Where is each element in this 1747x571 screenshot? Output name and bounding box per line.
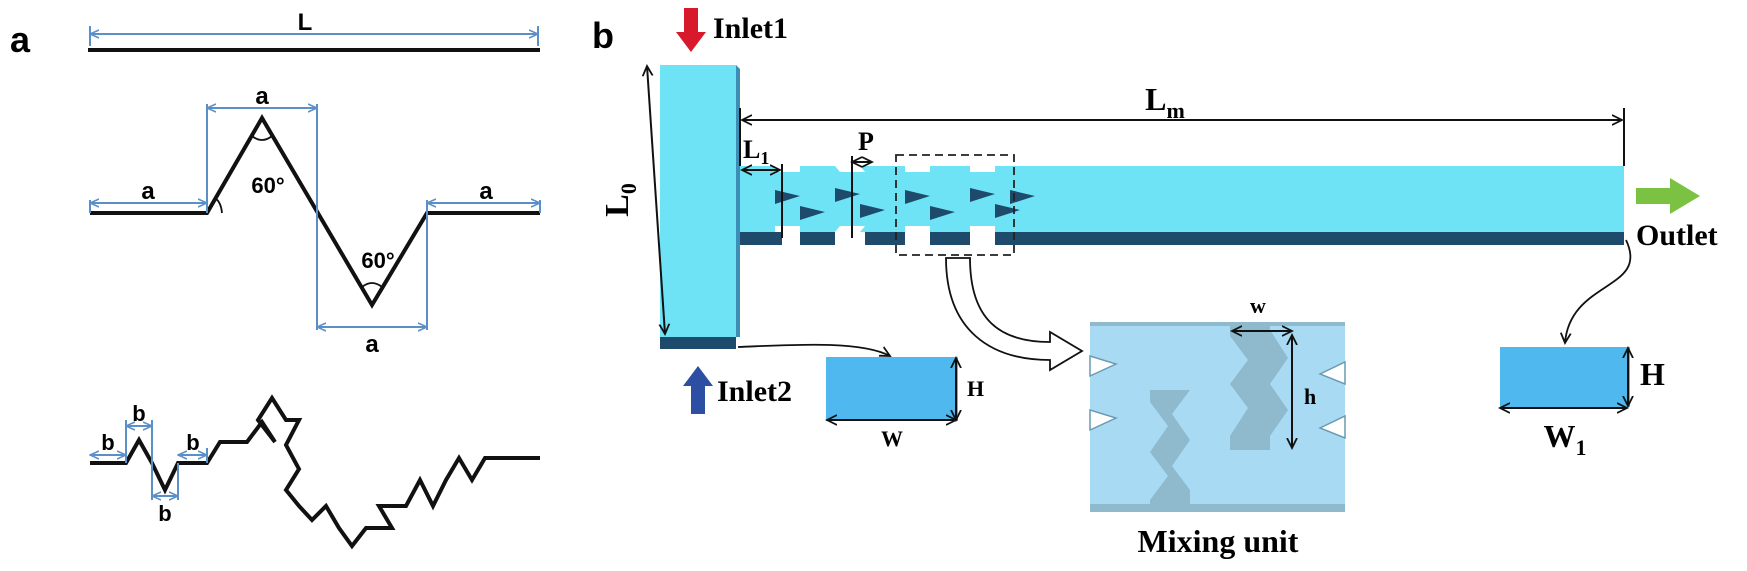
L1-main: L bbox=[743, 135, 760, 164]
angle-label-top: 60° bbox=[251, 173, 284, 198]
W1-label: W1 bbox=[1544, 418, 1587, 460]
angle-label-bottom: 60° bbox=[361, 248, 394, 273]
mixer-section bbox=[740, 166, 1624, 256]
koch-iteration-1-group: a a a a 60° 60° bbox=[89, 83, 541, 358]
mixer-bottom-walls bbox=[740, 232, 1624, 245]
length-label: L bbox=[298, 9, 313, 36]
inlet2-label: Inlet2 bbox=[717, 375, 792, 408]
small-segment-label-1: b bbox=[101, 430, 114, 455]
angle-arc-base bbox=[214, 197, 223, 214]
outlet-cross-section: H W1 bbox=[1500, 239, 1665, 460]
segment-label-right: a bbox=[479, 178, 493, 205]
t-junction-edge bbox=[736, 65, 740, 337]
inlet-cross-section-pointer bbox=[737, 343, 890, 356]
t-junction-channel bbox=[660, 65, 740, 349]
t-junction-side-face bbox=[660, 337, 736, 349]
zoom-arrow bbox=[945, 257, 1084, 372]
segment-label-bottom: a bbox=[365, 331, 379, 358]
inlet1-arrow bbox=[676, 8, 706, 52]
koch-iteration-2-group: b b b b bbox=[90, 394, 540, 550]
L0-dimension-line bbox=[647, 66, 665, 334]
mixer-top-face bbox=[740, 166, 1042, 232]
Lm-main: L bbox=[1145, 81, 1166, 117]
panel-a: a L a a a a bbox=[10, 9, 541, 550]
W1-main: W bbox=[1544, 418, 1576, 454]
inlet-cross-section-face bbox=[826, 357, 958, 421]
outlet-cross-section-pointer bbox=[1565, 239, 1632, 343]
mixing-unit-face bbox=[1090, 326, 1345, 504]
outlet-label: Outlet bbox=[1636, 219, 1718, 252]
outlet-arrow bbox=[1636, 178, 1700, 214]
mixing-unit-h-label: h bbox=[1304, 384, 1316, 409]
small-segment-label-2: b bbox=[132, 401, 145, 426]
mixing-unit-label: Mixing unit bbox=[1138, 523, 1299, 559]
small-segment-label-4: b bbox=[158, 501, 171, 526]
P-label: P bbox=[858, 127, 874, 156]
L0-label: L0 bbox=[599, 183, 641, 217]
small-segment-label-3: b bbox=[186, 430, 199, 455]
angle-arc-top bbox=[251, 135, 273, 141]
mixing-unit-notches bbox=[1089, 354, 1346, 440]
Lm-sub: m bbox=[1167, 98, 1185, 123]
koch-iteration-2 bbox=[90, 394, 540, 550]
L1-label: L1 bbox=[743, 135, 769, 168]
segment-label-left: a bbox=[141, 178, 155, 205]
panel-b: b Inlet1 L0 bbox=[592, 8, 1718, 559]
panel-b-label: b bbox=[592, 15, 614, 56]
angle-arc-bottom bbox=[361, 282, 383, 288]
outlet-cross-section-face bbox=[1500, 347, 1630, 407]
L0-main: L bbox=[599, 194, 636, 217]
Lm-label: Lm bbox=[1145, 81, 1185, 123]
W-label: W bbox=[881, 426, 903, 451]
inlet-cross-section: H W bbox=[737, 343, 984, 451]
L1-sub: 1 bbox=[760, 148, 769, 168]
panel-a-label: a bbox=[10, 19, 31, 60]
inlet1-label: Inlet1 bbox=[713, 12, 788, 45]
W1-sub: 1 bbox=[1576, 435, 1587, 460]
mixing-unit-w-label: w bbox=[1250, 293, 1266, 318]
t-junction-top-face bbox=[660, 65, 736, 337]
H-label: H bbox=[967, 376, 984, 401]
outlet-H-label: H bbox=[1640, 356, 1665, 392]
inlet2-arrow bbox=[683, 366, 713, 414]
mixing-unit-detail: w h bbox=[1089, 293, 1346, 512]
segment-label-top: a bbox=[255, 83, 269, 110]
mixing-unit-highlight-box bbox=[895, 154, 1015, 256]
koch-iteration-1 bbox=[90, 114, 540, 309]
L0-sub: 0 bbox=[616, 183, 641, 194]
straight-segment-group: L bbox=[88, 9, 540, 52]
mixer-baffles bbox=[775, 188, 1035, 220]
